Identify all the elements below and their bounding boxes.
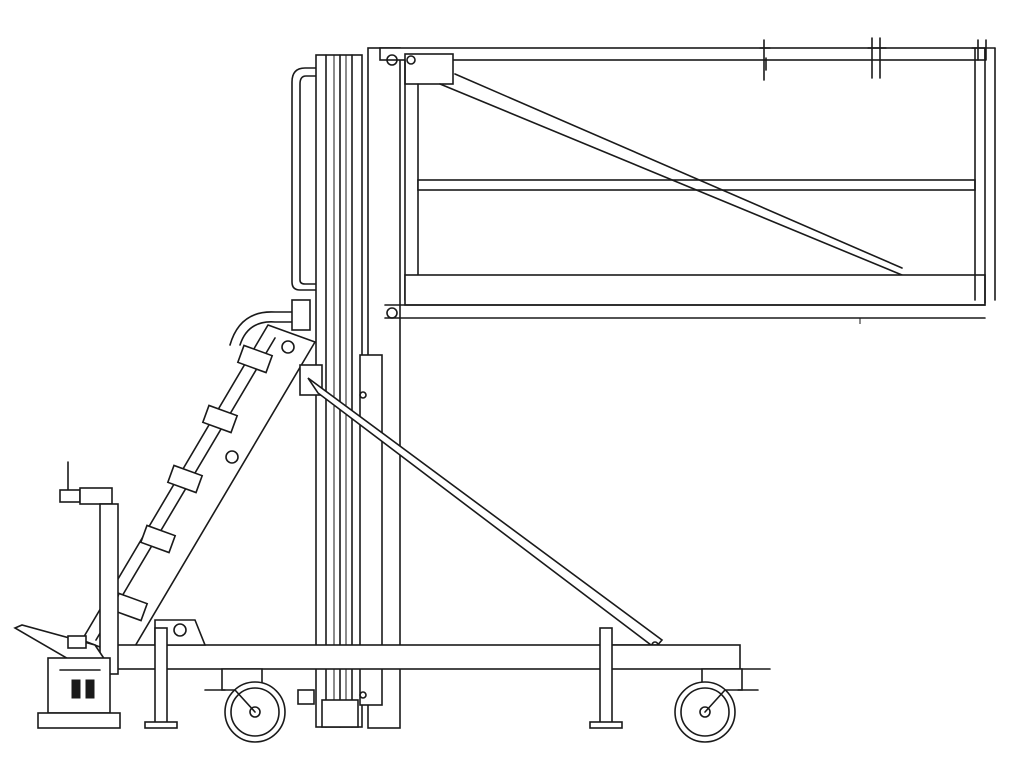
mast-foot: [297, 689, 359, 728]
mast: [315, 47, 401, 729]
foot-pedal: [13, 624, 121, 729]
platform: [379, 37, 996, 324]
outrigger-left: [144, 627, 178, 729]
caster-wheel-left: [204, 668, 286, 743]
gate-latch: [759, 37, 996, 81]
base-frame: [104, 619, 771, 670]
outrigger-right: [589, 627, 623, 729]
mast-handrail: [291, 67, 319, 291]
caster-wheel-right: [674, 668, 759, 743]
ladder-steps: [111, 344, 274, 622]
